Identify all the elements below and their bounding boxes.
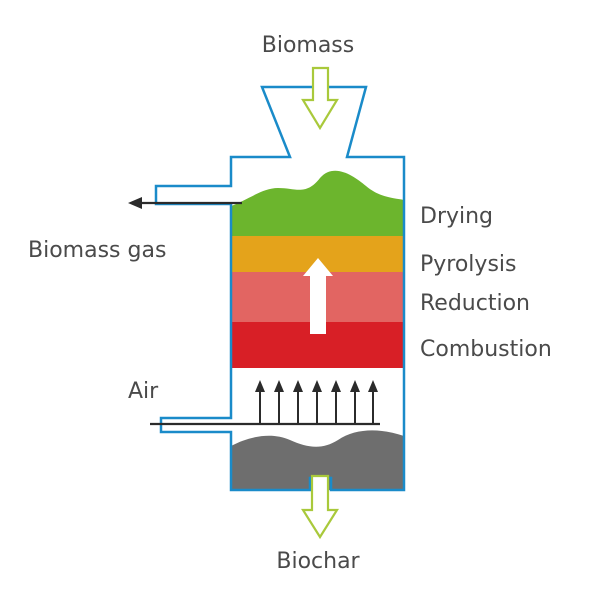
biomass-input-label: Biomass <box>262 33 355 58</box>
zone-label-combustion: Combustion <box>420 337 552 362</box>
air-arrow <box>368 380 378 424</box>
air-flow-arrows <box>255 380 378 424</box>
zone-label-reduction: Reduction <box>420 291 530 316</box>
air-arrow <box>274 380 284 424</box>
biomass-feed-arrow <box>301 66 339 131</box>
air-arrow <box>255 380 265 424</box>
drying-zone <box>231 170 404 236</box>
air-label: Air <box>128 379 159 404</box>
air-arrow <box>293 380 303 424</box>
ash-bed <box>231 430 404 490</box>
zone-label-drying: Drying <box>420 204 493 229</box>
reactor-vessel <box>154 85 406 492</box>
biomass-gas-label: Biomass gas <box>28 238 166 263</box>
biochar-output-arrow <box>301 474 339 540</box>
air-arrow <box>312 380 322 424</box>
upward-flow-arrow <box>303 258 333 334</box>
biochar-label: Biochar <box>276 549 360 574</box>
zone-label-pyrolysis: Pyrolysis <box>420 252 516 277</box>
air-arrow <box>350 380 360 424</box>
gas-output-arrow <box>128 197 242 209</box>
air-arrow <box>331 380 341 424</box>
